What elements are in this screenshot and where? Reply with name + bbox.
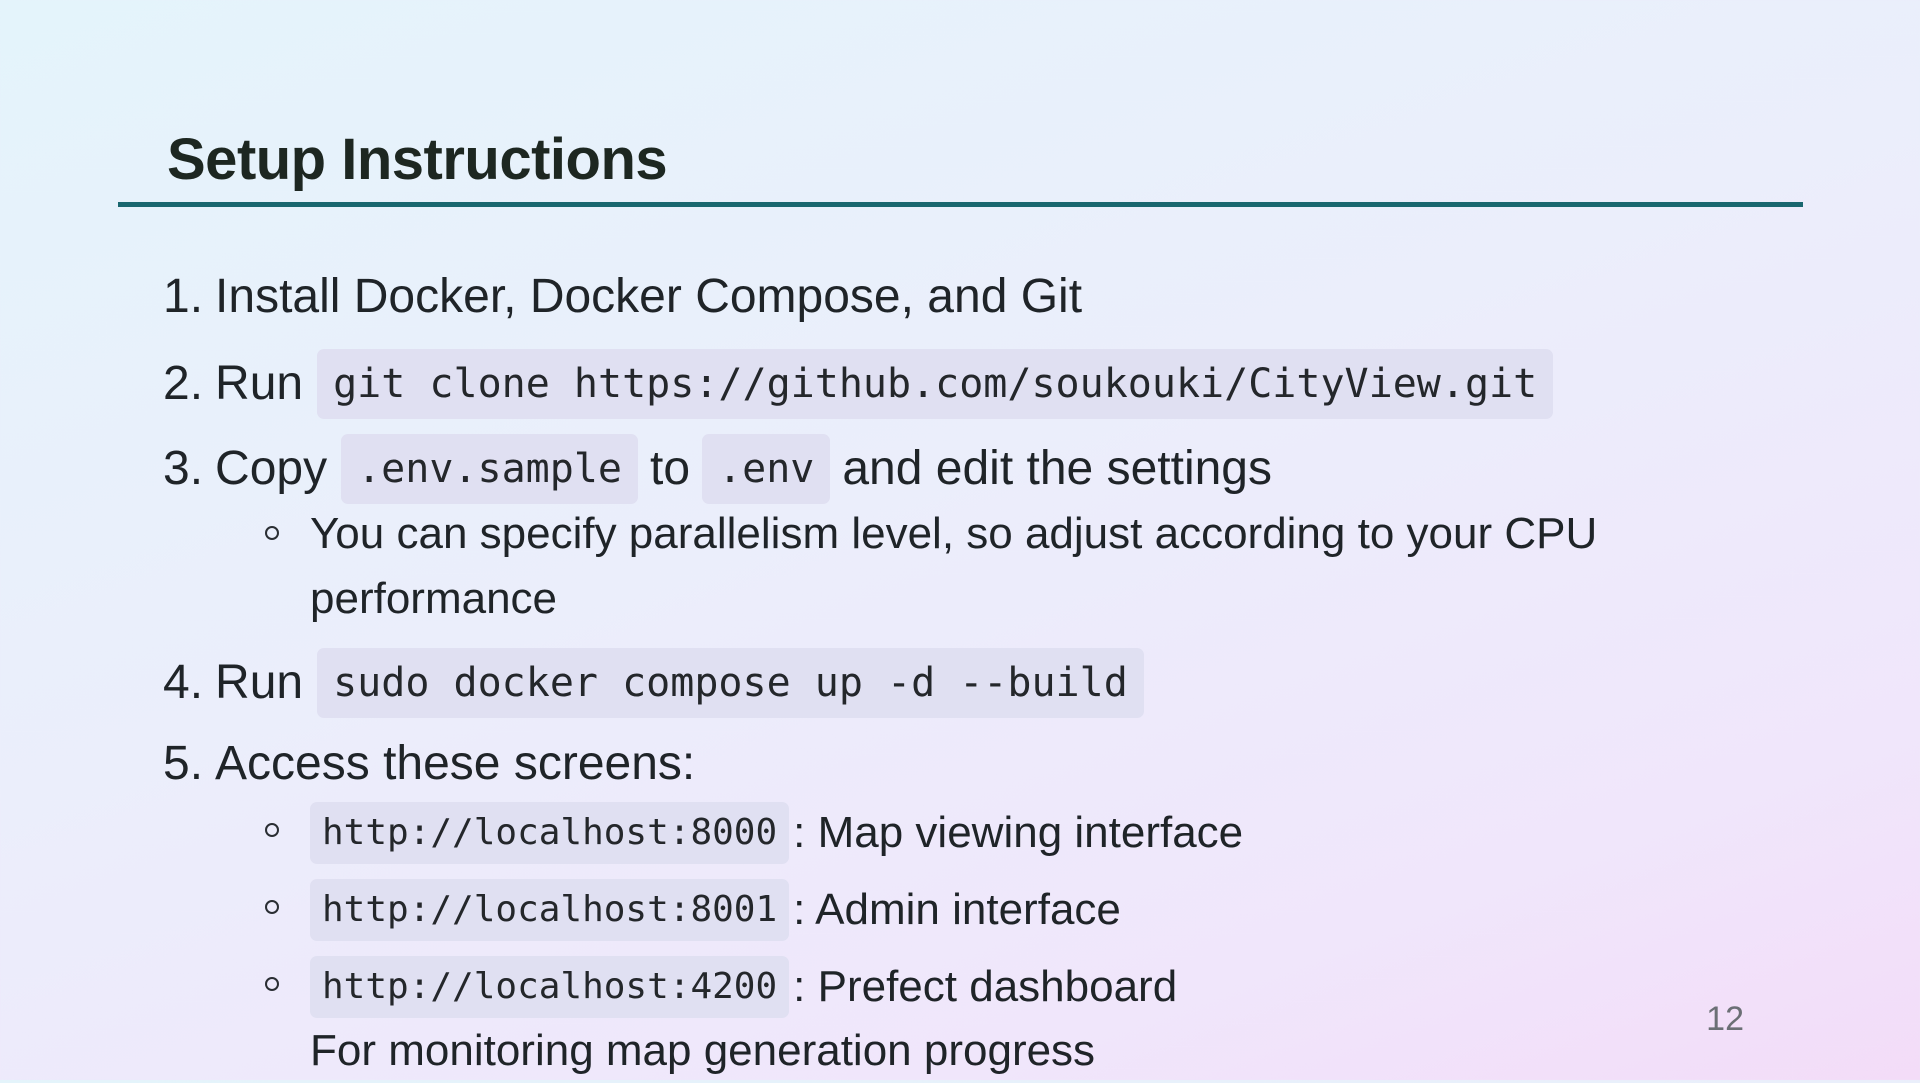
step-text: to — [650, 442, 691, 495]
env-code[interactable]: .env — [702, 434, 831, 504]
step-3: 3. Copy .env.sample to .env and edit the… — [163, 434, 1272, 504]
page-title: Setup Instructions — [167, 127, 668, 192]
step-text: Copy — [215, 442, 328, 495]
docker-compose-command[interactable]: sudo docker compose up -d --build — [317, 648, 1144, 718]
step-text: and edit the settings — [842, 442, 1272, 495]
step-number: 3. — [163, 442, 204, 495]
page-number: 12 — [1706, 1000, 1744, 1038]
env-sample-code[interactable]: .env.sample — [341, 434, 638, 504]
prefect-note: For monitoring map generation progress — [310, 1026, 1096, 1075]
screen-item-admin: http://localhost:8001 : Admin interface — [310, 879, 1121, 941]
step-2: 2. Run git clone https://github.com/souk… — [163, 349, 1565, 419]
step-number: 4. — [163, 656, 204, 709]
step-text: Run — [215, 656, 304, 709]
step-4: 4. Run sudo docker compose up -d --build — [163, 648, 1156, 718]
prefect-url-link[interactable]: http://localhost:4200 — [310, 956, 790, 1018]
screen-item-prefect: http://localhost:4200 : Prefect dashboar… — [310, 956, 1177, 1018]
step-text: Run — [215, 357, 304, 410]
step-number: 1. — [163, 270, 204, 323]
git-clone-command[interactable]: git clone https://github.com/soukouki/Ci… — [317, 349, 1554, 419]
admin-url-link[interactable]: http://localhost:8001 — [310, 879, 790, 941]
bullet-icon — [265, 900, 279, 914]
screen-item-map: http://localhost:8000 : Map viewing inte… — [310, 802, 1243, 864]
screen-description: : Admin interface — [793, 885, 1121, 934]
step-text: Install Docker, Docker Compose, and Git — [215, 270, 1083, 323]
bullet-icon — [265, 977, 279, 991]
step-text: Access these screens: — [215, 737, 696, 790]
screen-description: : Prefect dashboard — [793, 962, 1178, 1011]
parallelism-note-continued: performance — [310, 574, 558, 623]
step-5: 5. Access these screens: — [163, 733, 695, 795]
step-1: 1. Install Docker, Docker Compose, and G… — [163, 266, 1082, 328]
parallelism-note: You can specify parallelism level, so ad… — [310, 509, 1598, 558]
bullet-icon — [265, 526, 279, 540]
bullet-icon — [265, 823, 279, 837]
step-number: 5. — [163, 737, 204, 790]
map-url-link[interactable]: http://localhost:8000 — [310, 802, 790, 864]
title-divider — [118, 202, 1803, 207]
step-number: 2. — [163, 357, 204, 410]
screen-description: : Map viewing interface — [793, 808, 1244, 857]
